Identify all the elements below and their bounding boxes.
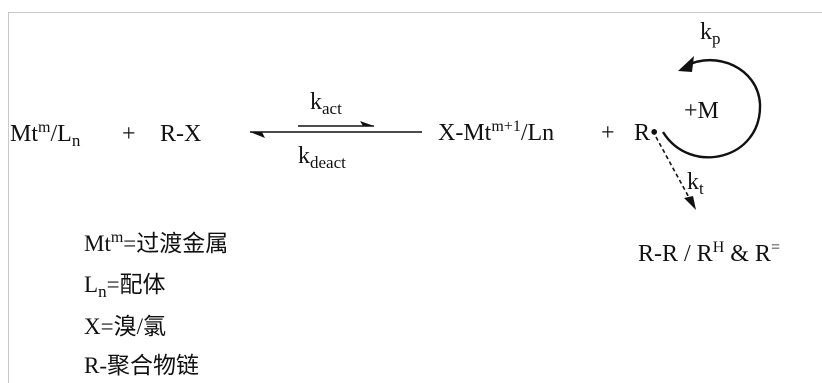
catalyst-ligand: L [57, 121, 72, 147]
legend-halogen-text: =溴/氯 [100, 314, 166, 339]
monomer-addition-label: +M [684, 98, 719, 124]
k-t-base: k [687, 169, 699, 195]
termination-arrow-head [684, 196, 696, 210]
k-t-subscript: t [699, 179, 704, 198]
propagation-cycle-arrow [661, 58, 762, 159]
deactivation-arrow-head [250, 132, 265, 138]
catalyst-ligand-subscript: n [71, 131, 81, 150]
legend-halogen-base: X [84, 314, 101, 339]
k-p-subscript: p [712, 29, 721, 48]
deactivator-formula: X-Mtm+1/Ln [438, 118, 555, 146]
legend-item-halogen: X=溴/氯 [84, 315, 166, 338]
legend-polymer-text: 聚合物链 [107, 353, 199, 378]
k-deact-label: kdeact [298, 143, 346, 171]
frame-top-border [8, 12, 822, 13]
legend-ligand-base: L [84, 272, 99, 297]
termination-products: R-R / RH & R= [638, 239, 780, 267]
legend-ligand-text: =配体 [106, 272, 166, 297]
termination-products-sup1: H [712, 239, 725, 256]
deactivator-prefix: X-Mt [438, 120, 492, 146]
legend-item-polymer: R-聚合物链 [84, 354, 199, 377]
catalyst-slash: / [50, 121, 58, 147]
legend-metal-base: Mt [84, 231, 111, 256]
termination-products-part1: R-R / R [638, 241, 713, 267]
termination-arrow [655, 136, 693, 204]
termination-products-sup2: = [770, 239, 780, 256]
catalyst-oxidation-state: m [38, 119, 51, 136]
k-act-label: kact [310, 89, 342, 117]
legend-item-ligand: Ln=配体 [84, 272, 166, 300]
k-deact-subscript: deact [310, 153, 346, 172]
legend-ligand-sub: n [98, 282, 107, 301]
activation-arrow-head [360, 121, 374, 126]
legend-metal-text: =过渡金属 [123, 231, 229, 256]
frame-left-border [8, 12, 9, 383]
termination-products-part2: & R [724, 241, 771, 267]
radical-label: R• [634, 120, 659, 146]
deactivator-suffix: /Ln [520, 120, 555, 146]
initiator-formula: R-X [160, 121, 202, 147]
legend-metal-sup: m [110, 229, 124, 246]
deactivator-oxidation-state: m+1 [491, 118, 521, 135]
catalyst-formula: Mtm/Ln [10, 119, 80, 150]
right-plus-sign: + [601, 120, 615, 146]
k-act-subscript: act [322, 99, 342, 118]
propagation-arrow-head [678, 56, 694, 72]
k-p-base: k [700, 19, 712, 45]
legend-item-metal: Mtm=过渡金属 [84, 229, 229, 256]
k-p-label: kp [700, 19, 721, 47]
k-deact-base: k [298, 143, 310, 169]
left-plus-sign: + [122, 121, 136, 147]
legend-polymer-base: R- [84, 353, 107, 378]
k-act-base: k [310, 89, 322, 115]
catalyst-metal: Mt [10, 121, 39, 147]
k-t-label: kt [687, 169, 704, 197]
